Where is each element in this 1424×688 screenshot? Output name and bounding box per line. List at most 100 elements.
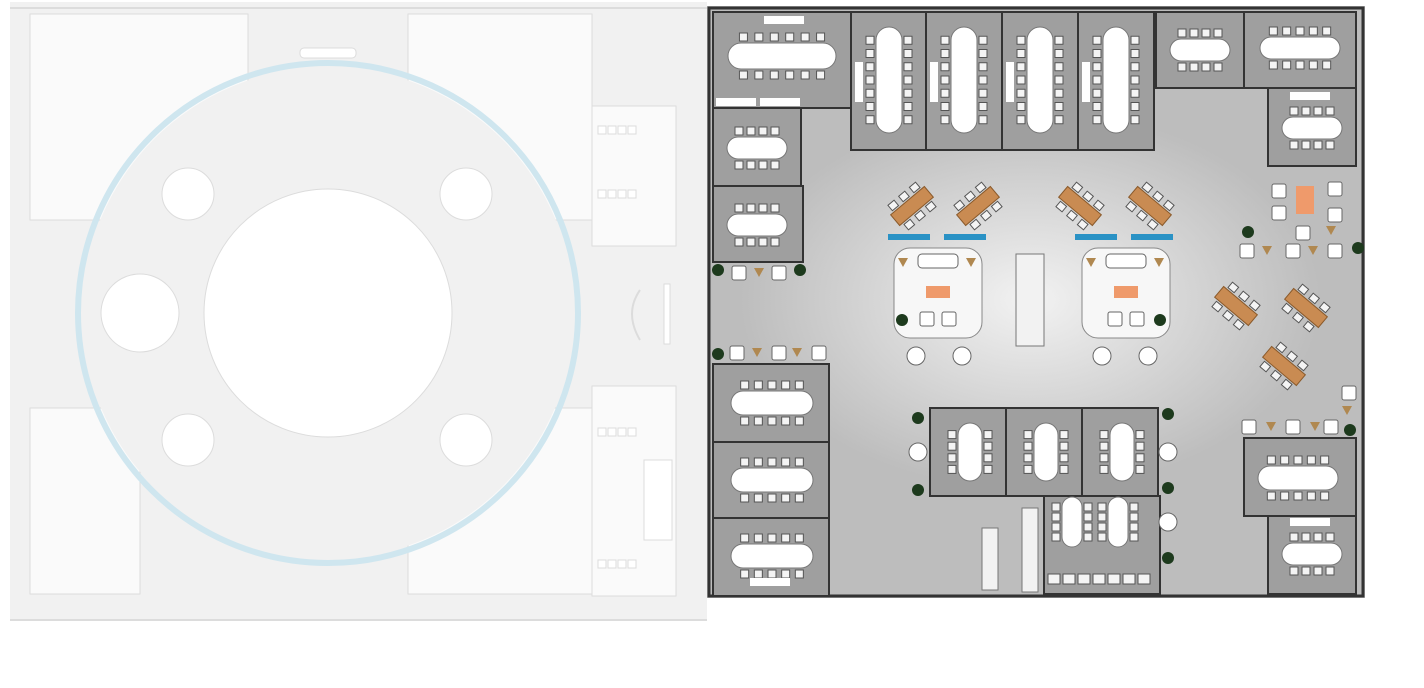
side-table-icon bbox=[1310, 422, 1320, 431]
wood-desk bbox=[889, 185, 935, 227]
chair bbox=[1301, 532, 1311, 542]
training-table bbox=[1051, 496, 1093, 548]
chair bbox=[1059, 453, 1069, 463]
chair bbox=[740, 493, 750, 503]
chair bbox=[903, 49, 913, 58]
chair bbox=[1054, 49, 1064, 58]
credenza bbox=[760, 98, 800, 106]
chair bbox=[1099, 453, 1109, 463]
table bbox=[730, 543, 814, 569]
chair bbox=[1062, 573, 1076, 585]
plant-icon bbox=[912, 412, 924, 424]
chair bbox=[947, 430, 957, 440]
chair bbox=[1325, 140, 1335, 150]
chair bbox=[753, 457, 763, 467]
chair bbox=[1059, 430, 1069, 440]
chair bbox=[1016, 49, 1026, 58]
chair bbox=[753, 416, 763, 426]
wood-desk-pair bbox=[1055, 181, 1105, 231]
chair bbox=[974, 181, 987, 194]
wood-desk-pair bbox=[953, 181, 1003, 231]
chair bbox=[914, 209, 927, 222]
chair bbox=[753, 533, 763, 543]
locker-bank bbox=[981, 527, 999, 591]
chair bbox=[1201, 62, 1211, 72]
table bbox=[726, 136, 788, 160]
plant-icon bbox=[1154, 314, 1166, 326]
chair bbox=[800, 32, 810, 42]
chair bbox=[1301, 106, 1311, 116]
furniture bbox=[712, 16, 1364, 593]
central-island bbox=[1015, 253, 1045, 347]
chair bbox=[746, 237, 756, 247]
side-table-icon bbox=[1262, 246, 1272, 255]
chair bbox=[1130, 102, 1140, 111]
chair bbox=[1129, 522, 1139, 532]
round-table bbox=[908, 442, 928, 462]
chair bbox=[1295, 60, 1305, 70]
training-table bbox=[1097, 496, 1139, 548]
chair bbox=[865, 62, 875, 72]
armchair-icon bbox=[1285, 419, 1301, 435]
conference-table bbox=[1099, 422, 1145, 482]
wood-desk-pair bbox=[1125, 181, 1175, 231]
faded-chair bbox=[607, 427, 617, 437]
faded-chair bbox=[617, 427, 627, 437]
chair bbox=[1296, 359, 1309, 372]
chair bbox=[1016, 115, 1026, 125]
plant-icon bbox=[1352, 242, 1364, 254]
chair bbox=[781, 457, 791, 467]
chair bbox=[1322, 26, 1332, 36]
chair bbox=[758, 160, 768, 170]
outer-wall bbox=[707, 6, 1365, 598]
chair bbox=[1054, 35, 1064, 45]
side-table-icon bbox=[966, 258, 976, 267]
chair bbox=[767, 569, 777, 579]
chair bbox=[1097, 502, 1107, 512]
sofa-icon bbox=[917, 253, 959, 269]
chair bbox=[1266, 455, 1276, 465]
chair bbox=[1201, 28, 1211, 38]
chair bbox=[754, 70, 764, 80]
chair bbox=[1135, 464, 1145, 474]
chair bbox=[794, 533, 804, 543]
chair bbox=[1016, 62, 1026, 72]
chair bbox=[1054, 88, 1064, 98]
side-table-icon bbox=[1086, 258, 1096, 267]
round-table bbox=[952, 346, 972, 366]
chair bbox=[1055, 200, 1068, 213]
conference-table bbox=[1169, 28, 1231, 72]
conference-table bbox=[726, 126, 788, 170]
side-table-icon bbox=[898, 258, 908, 267]
chair bbox=[903, 88, 913, 98]
chair bbox=[1092, 62, 1102, 72]
chair bbox=[738, 32, 748, 42]
chair bbox=[1092, 199, 1105, 212]
coffee-table-rug bbox=[926, 286, 950, 298]
chair bbox=[865, 115, 875, 125]
chair bbox=[887, 199, 900, 212]
chair bbox=[734, 203, 744, 213]
chair bbox=[740, 416, 750, 426]
credenza bbox=[750, 578, 790, 586]
chair bbox=[963, 190, 976, 203]
chair bbox=[753, 493, 763, 503]
chair bbox=[1076, 218, 1089, 231]
chair bbox=[1099, 464, 1109, 474]
chair bbox=[1054, 102, 1064, 111]
chair bbox=[947, 464, 957, 474]
armchair-icon bbox=[1295, 225, 1311, 241]
armchair-icon bbox=[919, 311, 935, 327]
chair bbox=[1092, 115, 1102, 125]
chair bbox=[1177, 28, 1187, 38]
chair bbox=[1016, 75, 1026, 85]
chair bbox=[746, 126, 756, 136]
chair bbox=[1213, 28, 1223, 38]
chair bbox=[903, 75, 913, 85]
chair bbox=[1146, 218, 1159, 231]
chair bbox=[1065, 209, 1078, 222]
chair bbox=[978, 49, 988, 58]
chair bbox=[794, 569, 804, 579]
chair bbox=[980, 209, 993, 222]
